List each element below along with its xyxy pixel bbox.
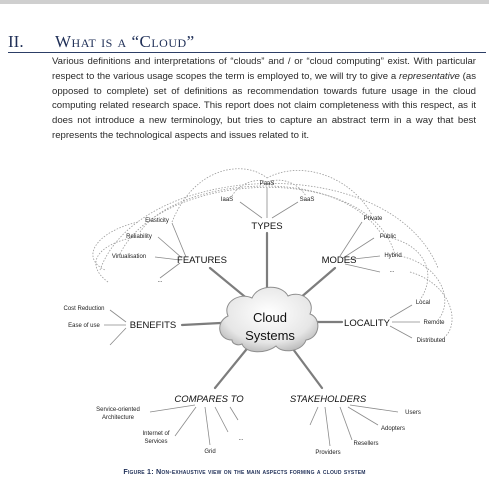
category-compares-to: COMPARES TO (174, 394, 244, 405)
category-stakeholders: STAKEHOLDERS (290, 394, 367, 405)
leaf-features-more: ... (157, 278, 162, 284)
body-paragraph: Various definitions and interpretations … (52, 55, 476, 144)
leaf-providers: Providers (315, 450, 340, 456)
paragraph-emphasis: representative (399, 70, 460, 82)
leaf-compares-more: ... (238, 436, 243, 442)
figure-caption: Figure 1: Non-exhaustive view on the mai… (123, 467, 366, 476)
leaf-elasticity: Elasticity (145, 218, 169, 224)
category-types: TYPES (251, 221, 282, 232)
leaf-modes-more: ... (389, 268, 394, 274)
cloud-shape (219, 286, 319, 353)
leaf-paas: PaaS (260, 181, 275, 187)
leaf-soa-line1: Service-oriented (96, 407, 140, 413)
paragraph-text-start: Various definitions and interpretations … (52, 56, 476, 82)
category-modes: MODES (322, 255, 357, 266)
category-locality: LOCALITY (344, 318, 391, 329)
leaf-distributed: Distributed (417, 338, 446, 344)
cloud-systems-diagram: Cloud Systems TYPES FEATURES MODES BENEF… (63, 168, 453, 456)
leaf-ios-line2: Services (144, 439, 167, 445)
leaf-resellers: Resellers (353, 441, 378, 447)
leaf-grid: Grid (204, 449, 215, 455)
cloud-label-line2: Systems (245, 328, 295, 343)
leaf-soa-line2: Architecture (102, 415, 135, 421)
leaf-reliability: Reliability (126, 234, 152, 240)
page-top-border (0, 0, 489, 4)
leaf-labels: IaaS PaaS SaaS Elasticity Reliability Vi… (63, 181, 445, 456)
leaf-users: Users (405, 410, 421, 416)
leaf-hybrid: Hybrid (384, 253, 401, 259)
leaf-lines (104, 188, 420, 447)
section-number: II. (8, 32, 24, 51)
section-heading: II. What is a “Cloud” (8, 30, 486, 53)
leaf-virtualisation: Virtualisation (112, 254, 146, 260)
leaf-public: Public (380, 234, 396, 240)
category-features: FEATURES (177, 255, 227, 266)
leaf-local: Local (416, 300, 430, 306)
leaf-saas: SaaS (300, 197, 315, 203)
leaf-cost-reduction: Cost Reduction (63, 306, 104, 312)
leaf-remote: Remote (423, 320, 445, 326)
leaf-ease-of-use: Ease of use (68, 323, 100, 329)
section-title: What is a “Cloud” (55, 32, 195, 51)
leaf-ios-line1: Internet of (142, 431, 169, 437)
leaf-private: Private (364, 216, 383, 222)
category-benefits: BENEFITS (130, 320, 176, 331)
cloud-label-line1: Cloud (253, 310, 287, 325)
category-labels: TYPES FEATURES MODES BENEFITS LOCALITY C… (130, 221, 391, 405)
dotted-connection-arcs (92, 168, 453, 341)
paragraph-text-end: (as opposed to complete) set of definiti… (52, 70, 476, 141)
leaf-iaas: IaaS (221, 197, 233, 203)
leaf-adopters: Adopters (381, 426, 405, 432)
